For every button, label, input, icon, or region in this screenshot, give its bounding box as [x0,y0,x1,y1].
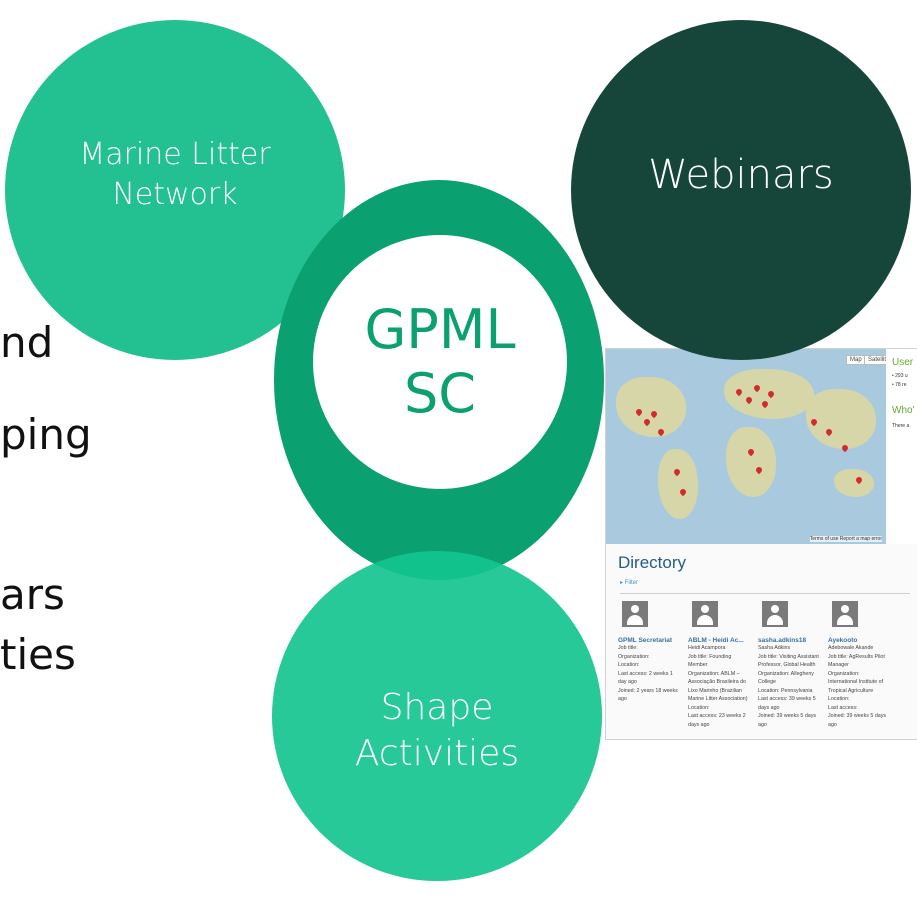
world-map: Map Satellite Terms of use Report a map … [606,349,886,544]
bg-text-1: nd [0,318,54,367]
center-label-line-1: GPML [364,298,516,361]
person-detail-line: Professor, Global Health [758,662,816,668]
person-detail-line: Heidi Acampora [688,645,726,651]
filter-link[interactable]: ▸ Filter [620,580,639,586]
person-detail-line: days ago [688,721,710,728]
person-name[interactable]: GPML Secretariat [618,637,673,644]
network-label: Marine Litter Network [79,135,270,215]
person-name[interactable]: sasha.adkins18 [758,637,807,644]
person-detail-line: Lixo Marinho (Brazilian [688,687,742,694]
person-detail-line: Member [688,662,708,668]
person-detail-line: ago [828,721,837,728]
directory-screenshot: Map Satellite Terms of use Report a map … [605,348,917,740]
shape-label: Shape Activities [355,685,519,777]
person-detail-line: Joined: 39 weeks 5 days [828,713,887,719]
shape-label-line-2: Activities [354,733,520,774]
person-detail-line: ago [618,696,627,702]
person-detail-line: Adebowale Akande [828,645,874,651]
gpml-sc-center: GPML SC [313,235,567,489]
land-africa [726,427,776,497]
users-sidebar: User • 293 u • 78 re Who' There a [888,349,917,544]
person-detail-line: day ago [618,679,637,685]
person-detail-line: Tropical Agriculture [828,687,874,694]
person-detail-line: Organization: [828,670,860,677]
person-detail-line: Joined: 2 years 18 weeks [618,687,678,694]
users-recent: • 78 re [892,382,907,388]
land-asia [806,389,876,449]
person-detail-line: Job title: Founding [688,653,732,660]
webinars-label: Webinars [648,152,834,198]
person-name[interactable]: Ayekooto [828,637,858,644]
divider [620,593,910,594]
person-detail-line: Job title: AgResults Pilot [828,653,885,660]
shape-activities-circle: Shape Activities [272,551,602,881]
person-detail-line: Joined: 39 weeks 5 days [758,713,817,719]
avatar-icon [832,601,858,627]
avatar-icon [622,601,648,627]
person-card: GPML Secretariat Job title: Organization:… [618,601,686,704]
person-detail-line: Organization: [618,653,650,660]
webinars-circle: Webinars [571,20,911,360]
person-detail-line: Marine Litter Association) [688,696,748,702]
person-detail-line: Last access: 23 weeks 2 [688,713,746,719]
person-detail-line: Manager [828,662,849,668]
map-button[interactable]: Map [846,355,866,365]
person-detail-line: Job title: Visiting Assistant [758,653,819,660]
person-detail-line: Location: [618,662,640,668]
center-label: GPML SC [364,298,515,426]
person-detail-line: College [758,679,776,685]
satellite-button[interactable]: Satellite [864,355,886,365]
shape-label-line-1: Shape [380,687,494,728]
person-detail-line: ago [758,721,767,728]
person-detail-line: Location: [688,704,710,711]
users-heading: User [892,357,914,368]
person-detail-line: Last access: 39 weeks 5 [758,696,816,702]
person-detail-line: International Institute of [828,679,884,685]
person-name[interactable]: ABLM - Heidi Ac... [688,637,744,644]
land-australia [834,469,874,497]
center-label-line-2: SC [404,362,476,425]
avatar-icon [692,601,718,627]
person-detail-line: Associação Brasileira do [688,679,746,685]
bg-text-2: ping [0,410,92,459]
person-detail-line: days ago [758,704,780,711]
land-north-america [616,377,686,437]
users-count: • 293 u [892,373,908,379]
map-terms[interactable]: Terms of use Report a map error [809,536,882,542]
person-detail-line: Job title: [618,645,638,651]
whos-online-heading: Who' [892,405,915,416]
land-south-america [658,449,698,519]
whos-online-text: There a [892,423,910,429]
person-detail-line: Organization: ABLM – [688,670,740,677]
person-detail-line: Last access: 2 weeks 1 [618,670,673,677]
bg-text-3: ars [0,570,65,619]
avatar-icon [762,601,788,627]
person-detail-line: Organization: Allegheny [758,670,814,677]
person-detail-line: Sasha Adkins [758,645,791,651]
bg-text-4: ties [0,630,76,679]
person-detail-line: Last access: [828,704,858,711]
network-label-line-2: Network [112,177,238,212]
person-detail-line: Location: [828,696,850,702]
network-label-line-1: Marine Litter [79,137,271,172]
directory-title: Directory [618,553,687,572]
person-detail-line: Location: Pennsylvania [758,687,813,694]
